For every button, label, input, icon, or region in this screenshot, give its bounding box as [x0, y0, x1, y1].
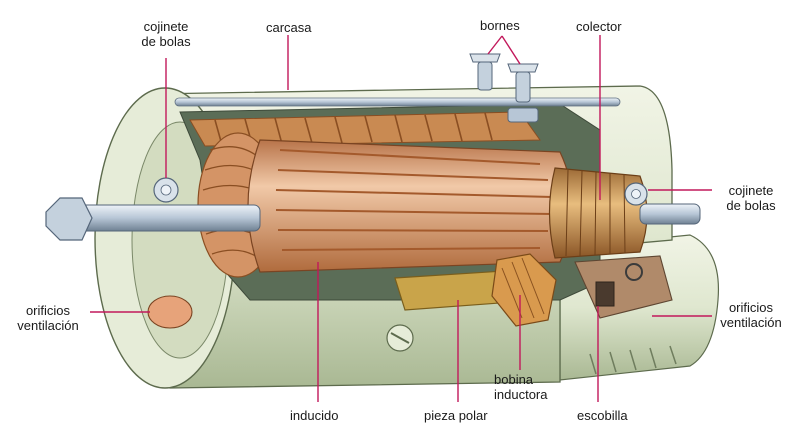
label-bobina-inductora: bobina inductora [494, 372, 547, 402]
armature-slots [275, 149, 553, 251]
label-orificios-left-line1: orificios [25, 303, 71, 318]
label-bobina-inductora-line2: inductora [494, 387, 548, 402]
label-cojinete-right: cojinete de bolas [712, 183, 790, 213]
label-orificios-right-line2: ventilación [720, 315, 782, 330]
label-inducido: inducido [290, 408, 339, 423]
label-orificios-left: orificios ventilación [6, 303, 90, 333]
label-cojinete-right-line1: cojinete [728, 183, 774, 198]
label-colector: colector [576, 19, 622, 34]
field-coil-windings [501, 257, 545, 319]
label-cojinete-right-line2: de bolas [726, 198, 776, 213]
brush-spring [625, 263, 643, 281]
commutator [548, 167, 648, 259]
label-bobina-inductora-line1: bobina [494, 372, 534, 387]
rear-housing-ribs [589, 345, 677, 375]
leader-lines [90, 35, 712, 402]
armature-drum [247, 139, 573, 273]
through-bolt [174, 97, 621, 107]
label-escobilla: escobilla [577, 408, 628, 423]
commutator-bars [565, 169, 626, 257]
vent-hole-left [147, 295, 193, 329]
label-orificios-right-line1: orificios [728, 300, 774, 315]
label-orificios-left-line2: ventilación [17, 318, 79, 333]
label-pieza-polar: pieza polar [424, 408, 488, 423]
bearing-left-ball [160, 184, 172, 196]
label-cojinete-left: cojinete de bolas [130, 19, 202, 49]
bearing-right-ball [631, 189, 641, 199]
shaft-rear [639, 203, 701, 225]
brush [595, 281, 615, 307]
terminals [469, 53, 539, 123]
label-bornes: bornes [480, 18, 520, 33]
label-cojinete-left-line1: cojinete [143, 19, 189, 34]
field-coil [491, 253, 557, 327]
shaft-nut [45, 197, 93, 241]
label-carcasa: carcasa [266, 20, 312, 35]
field-coil-top [189, 111, 541, 147]
label-orificios-right: orificios ventilación [708, 300, 794, 330]
label-cojinete-left-line2: de bolas [141, 34, 191, 49]
